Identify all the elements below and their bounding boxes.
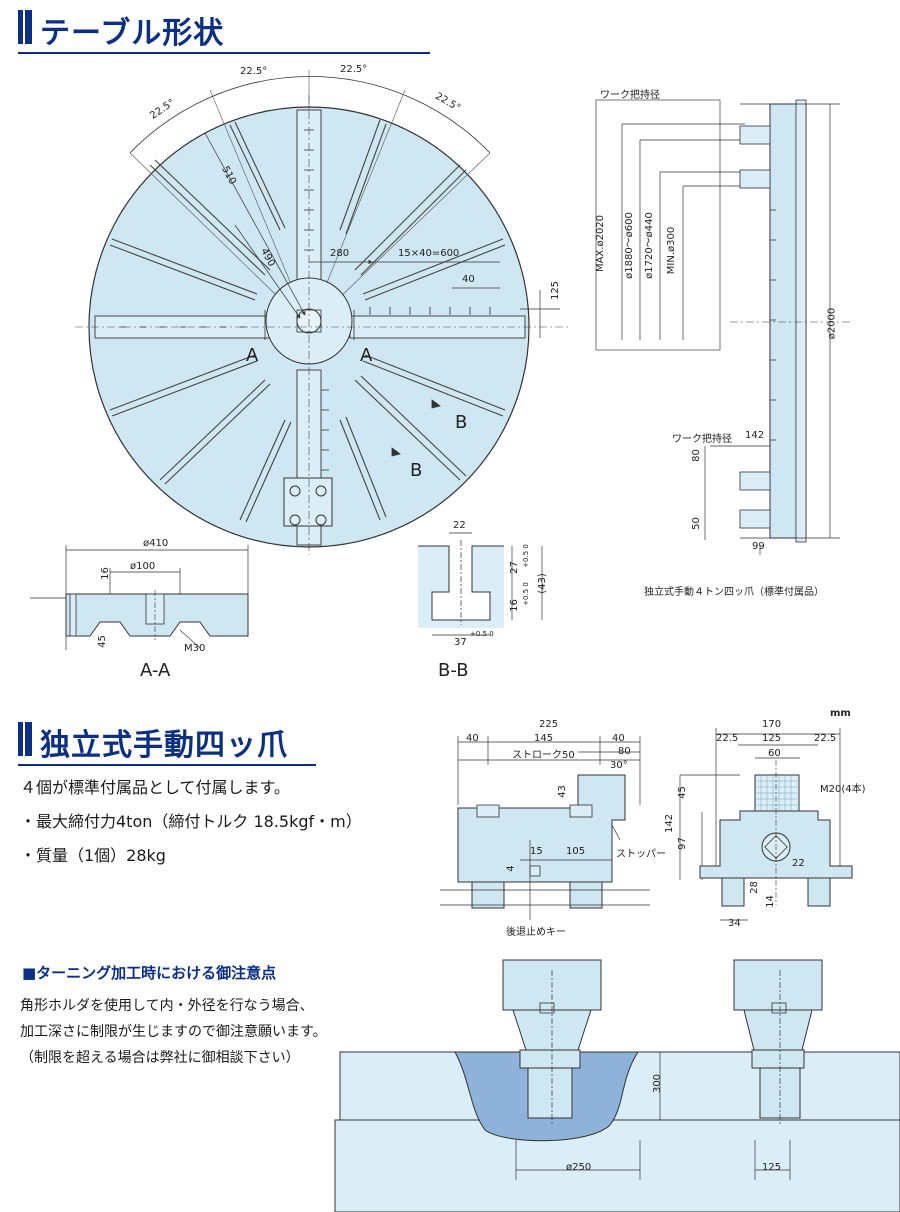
jaw-side-dim-28: 28 (748, 881, 760, 894)
side-dim-142: 142 (745, 430, 765, 441)
dim-40: 40 (462, 274, 475, 285)
aa-dim-410: ø410 (143, 538, 169, 549)
jaw-front-dim-15: 15 (530, 846, 543, 857)
side-max-dia: MAX.ø2020 (595, 214, 607, 273)
turning-dim-125: 125 (762, 1162, 782, 1173)
bb-section-label: B-B (438, 660, 469, 681)
jaw-side-unit: mm (830, 708, 851, 719)
jaw-desc-line-1: ４個が標準付属品として付属します。 (20, 778, 290, 797)
side-range-2: ø1720〜ø440 (643, 212, 655, 279)
jaw-side-m20: M20(4本) (820, 784, 866, 795)
angle-arc (129, 76, 491, 154)
side-dim-2000: ø2000 (826, 307, 838, 340)
table-top-view-drawing (75, 70, 570, 555)
jaw-front-stopper: ストッパー (616, 849, 666, 860)
jaw-side-dim-142: 142 (664, 813, 676, 834)
jaw-front-dim-43: 43 (556, 785, 568, 798)
jaw-front-dim-105: 105 (566, 846, 586, 857)
jaw-side-dim-97: 97 (676, 837, 688, 850)
turning-dim-300: 300 (652, 1073, 664, 1094)
aa-m30: M30 (184, 643, 206, 654)
side-dim-99: 99 (752, 541, 765, 552)
jaw-side-dim-22-5b: 22.5 (814, 733, 837, 744)
header-underline (18, 764, 316, 766)
jaw-side-dim-45: 45 (676, 786, 688, 799)
dim-pitch: 15×40=600 (398, 248, 460, 259)
jaw-front-key: 後退止めキー (506, 927, 566, 938)
section-title-table-shape: テーブル形状 (40, 16, 225, 51)
dim-280: 280 (330, 248, 350, 259)
section-mark-a-left: A (246, 345, 259, 366)
side-dim-50: 50 (690, 517, 702, 530)
angle-label-3: 22.5° (340, 64, 368, 75)
turning-drawing (334, 959, 900, 1212)
side-work-grip-label-2: ワーク把持径 (672, 434, 732, 445)
jaw-side-dim-34: 34 (728, 918, 741, 929)
turning-note-line-3: （制限を超える場合は弊社に御相談下さい） (20, 1050, 300, 1066)
side-work-grip-label-1: ワーク把持径 (600, 90, 660, 101)
tool-holder-right (733, 959, 823, 1011)
turning-note-heading: ■ターニング加工時における御注意点 (22, 964, 277, 982)
jaw-side-dim-22: 22 (792, 858, 805, 869)
jaw-front-dim-225: 225 (539, 719, 559, 730)
side-min-dia: MIN.ø300 (666, 226, 678, 275)
side-caption: 独立式手動４トン四ッ爪（標準付属品） (644, 587, 824, 598)
jaw-desc-line-3: ・質量（1個）28kg (20, 846, 166, 865)
jaw-side-dim-60: 60 (768, 748, 781, 759)
jaw-front-stroke: ストローク50 (512, 750, 575, 761)
turning-note-line-1: 角形ホルダを使用して内・外径を行なう場合、 (20, 998, 314, 1014)
header-underline (18, 52, 430, 54)
section-header-four-jaw: 独立式手動四ッ爪 (18, 718, 316, 766)
jaw-front-dim-4: 4 (505, 865, 517, 872)
bb-dim-37-tol: +0.5 0 (470, 630, 494, 638)
jaw-front-dim-30: 30° (610, 760, 628, 771)
section-aa-drawing (30, 545, 249, 650)
side-dim-80: 80 (690, 449, 702, 462)
header-bar-decoration (18, 10, 32, 44)
jaw-drawings (440, 728, 853, 921)
jaw-front-dim-80: 80 (618, 746, 631, 757)
aa-dim-100: ø100 (130, 561, 156, 572)
section-title-four-jaw: 独立式手動四ッ爪 (40, 728, 288, 763)
aa-section-label: A-A (140, 660, 171, 681)
table-side-view-drawing (595, 99, 850, 555)
jaw-side-dim-125: 125 (762, 733, 782, 744)
section-mark-b-upper: B (455, 412, 468, 433)
header-bar-decoration (18, 722, 32, 756)
side-range-1: ø1880〜ø600 (623, 212, 635, 279)
radial-t-slots (109, 119, 506, 523)
jaw-front-dim-40a: 40 (466, 733, 479, 744)
turning-note-line-2: 加工深さに制限が生じますので御注意願います。 (20, 1024, 327, 1040)
jaw-desc-line-2: ・最大締付力4ton（締付トルク 18.5kgf・m） (20, 812, 362, 831)
bb-dim-22: 22 (453, 520, 466, 531)
jaw-front-dim-40b: 40 (612, 733, 625, 744)
bb-dim-37: 37 (454, 637, 467, 648)
section-mark-b-lower: B (410, 460, 423, 481)
jaw-block-top-view (283, 477, 333, 527)
section-header-table-shape: テーブル形状 (18, 6, 430, 54)
jaw-side-dim-14: 14 (764, 895, 776, 908)
angle-label-2: 22.5° (240, 66, 268, 77)
section-bb-drawing (418, 532, 543, 636)
jaw-side-dim-170: 170 (762, 719, 782, 730)
jaw-front-dim-145: 145 (534, 733, 554, 744)
jaw-side-dim-22-5a: 22.5 (716, 733, 739, 744)
section-mark-a-right: A (360, 345, 373, 366)
jaw-front-body (457, 774, 626, 883)
workpiece-base (334, 1119, 900, 1212)
turning-dim-250: ø250 (566, 1162, 592, 1173)
